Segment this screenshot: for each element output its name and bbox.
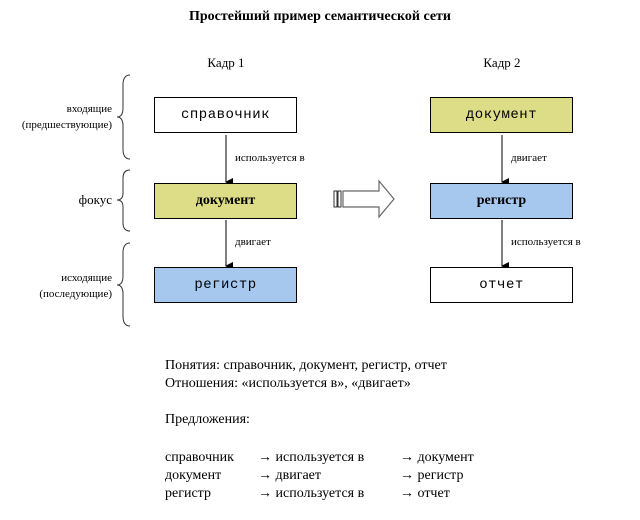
- sentence-object: → регистр: [400, 468, 464, 483]
- incoming-brace-icon: [116, 74, 131, 160]
- sentence-object: → отчет: [400, 486, 450, 501]
- frame-2-node-focus: регистр: [430, 183, 573, 219]
- focus-brace-icon: [116, 169, 131, 232]
- frame-1-label: Кадр 1: [207, 55, 245, 70]
- incoming-label-line-2: (предшествующие): [21, 119, 112, 131]
- frame-2-node-outgoing: отчет: [430, 267, 573, 303]
- frame-1-node-focus: документ: [154, 183, 297, 219]
- incoming-label: входящие (предшествующие): [6, 101, 112, 133]
- sentence-relation: → используется в: [258, 486, 365, 501]
- sentence-subject: документ: [165, 468, 222, 483]
- frame-1-node-outgoing: регистр: [154, 267, 297, 303]
- outgoing-label: исходящие (последующие): [6, 270, 112, 302]
- focus-label: фокус: [78, 192, 112, 207]
- sentence-subject: регистр: [165, 486, 211, 501]
- diagram-title: Простейший пример семантической сети: [189, 9, 451, 24]
- sentence-relation: → двигает: [258, 468, 322, 483]
- relations-line: Отношения: «используется в», «двигает»: [165, 376, 411, 391]
- frame-2-node-incoming: документ: [430, 97, 573, 133]
- outgoing-label-line-2: (последующие): [39, 288, 112, 300]
- outgoing-brace-icon: [116, 242, 131, 327]
- frame-2-edge-2-label: используется в: [511, 236, 581, 248]
- frame-1-node-incoming: справочник: [154, 97, 297, 133]
- frame-2-edge-1-label: двигает: [511, 152, 547, 164]
- transition-arrow-icon: [333, 179, 395, 219]
- sentences-heading: Предложения:: [165, 412, 250, 427]
- incoming-label-line-1: входящие: [66, 103, 112, 115]
- frame-1-edge-2-label: двигает: [235, 236, 271, 248]
- frame-2-label: Кадр 2: [483, 55, 521, 70]
- sentence-relation: → используется в: [258, 450, 365, 465]
- concepts-line: Понятия: справочник, документ, регистр, …: [165, 358, 447, 373]
- sentence-object: → документ: [400, 450, 474, 465]
- outgoing-label-line-1: исходящие: [61, 272, 112, 284]
- frame-1-edge-1-label: используется в: [235, 152, 305, 164]
- sentence-subject: справочник: [165, 450, 234, 465]
